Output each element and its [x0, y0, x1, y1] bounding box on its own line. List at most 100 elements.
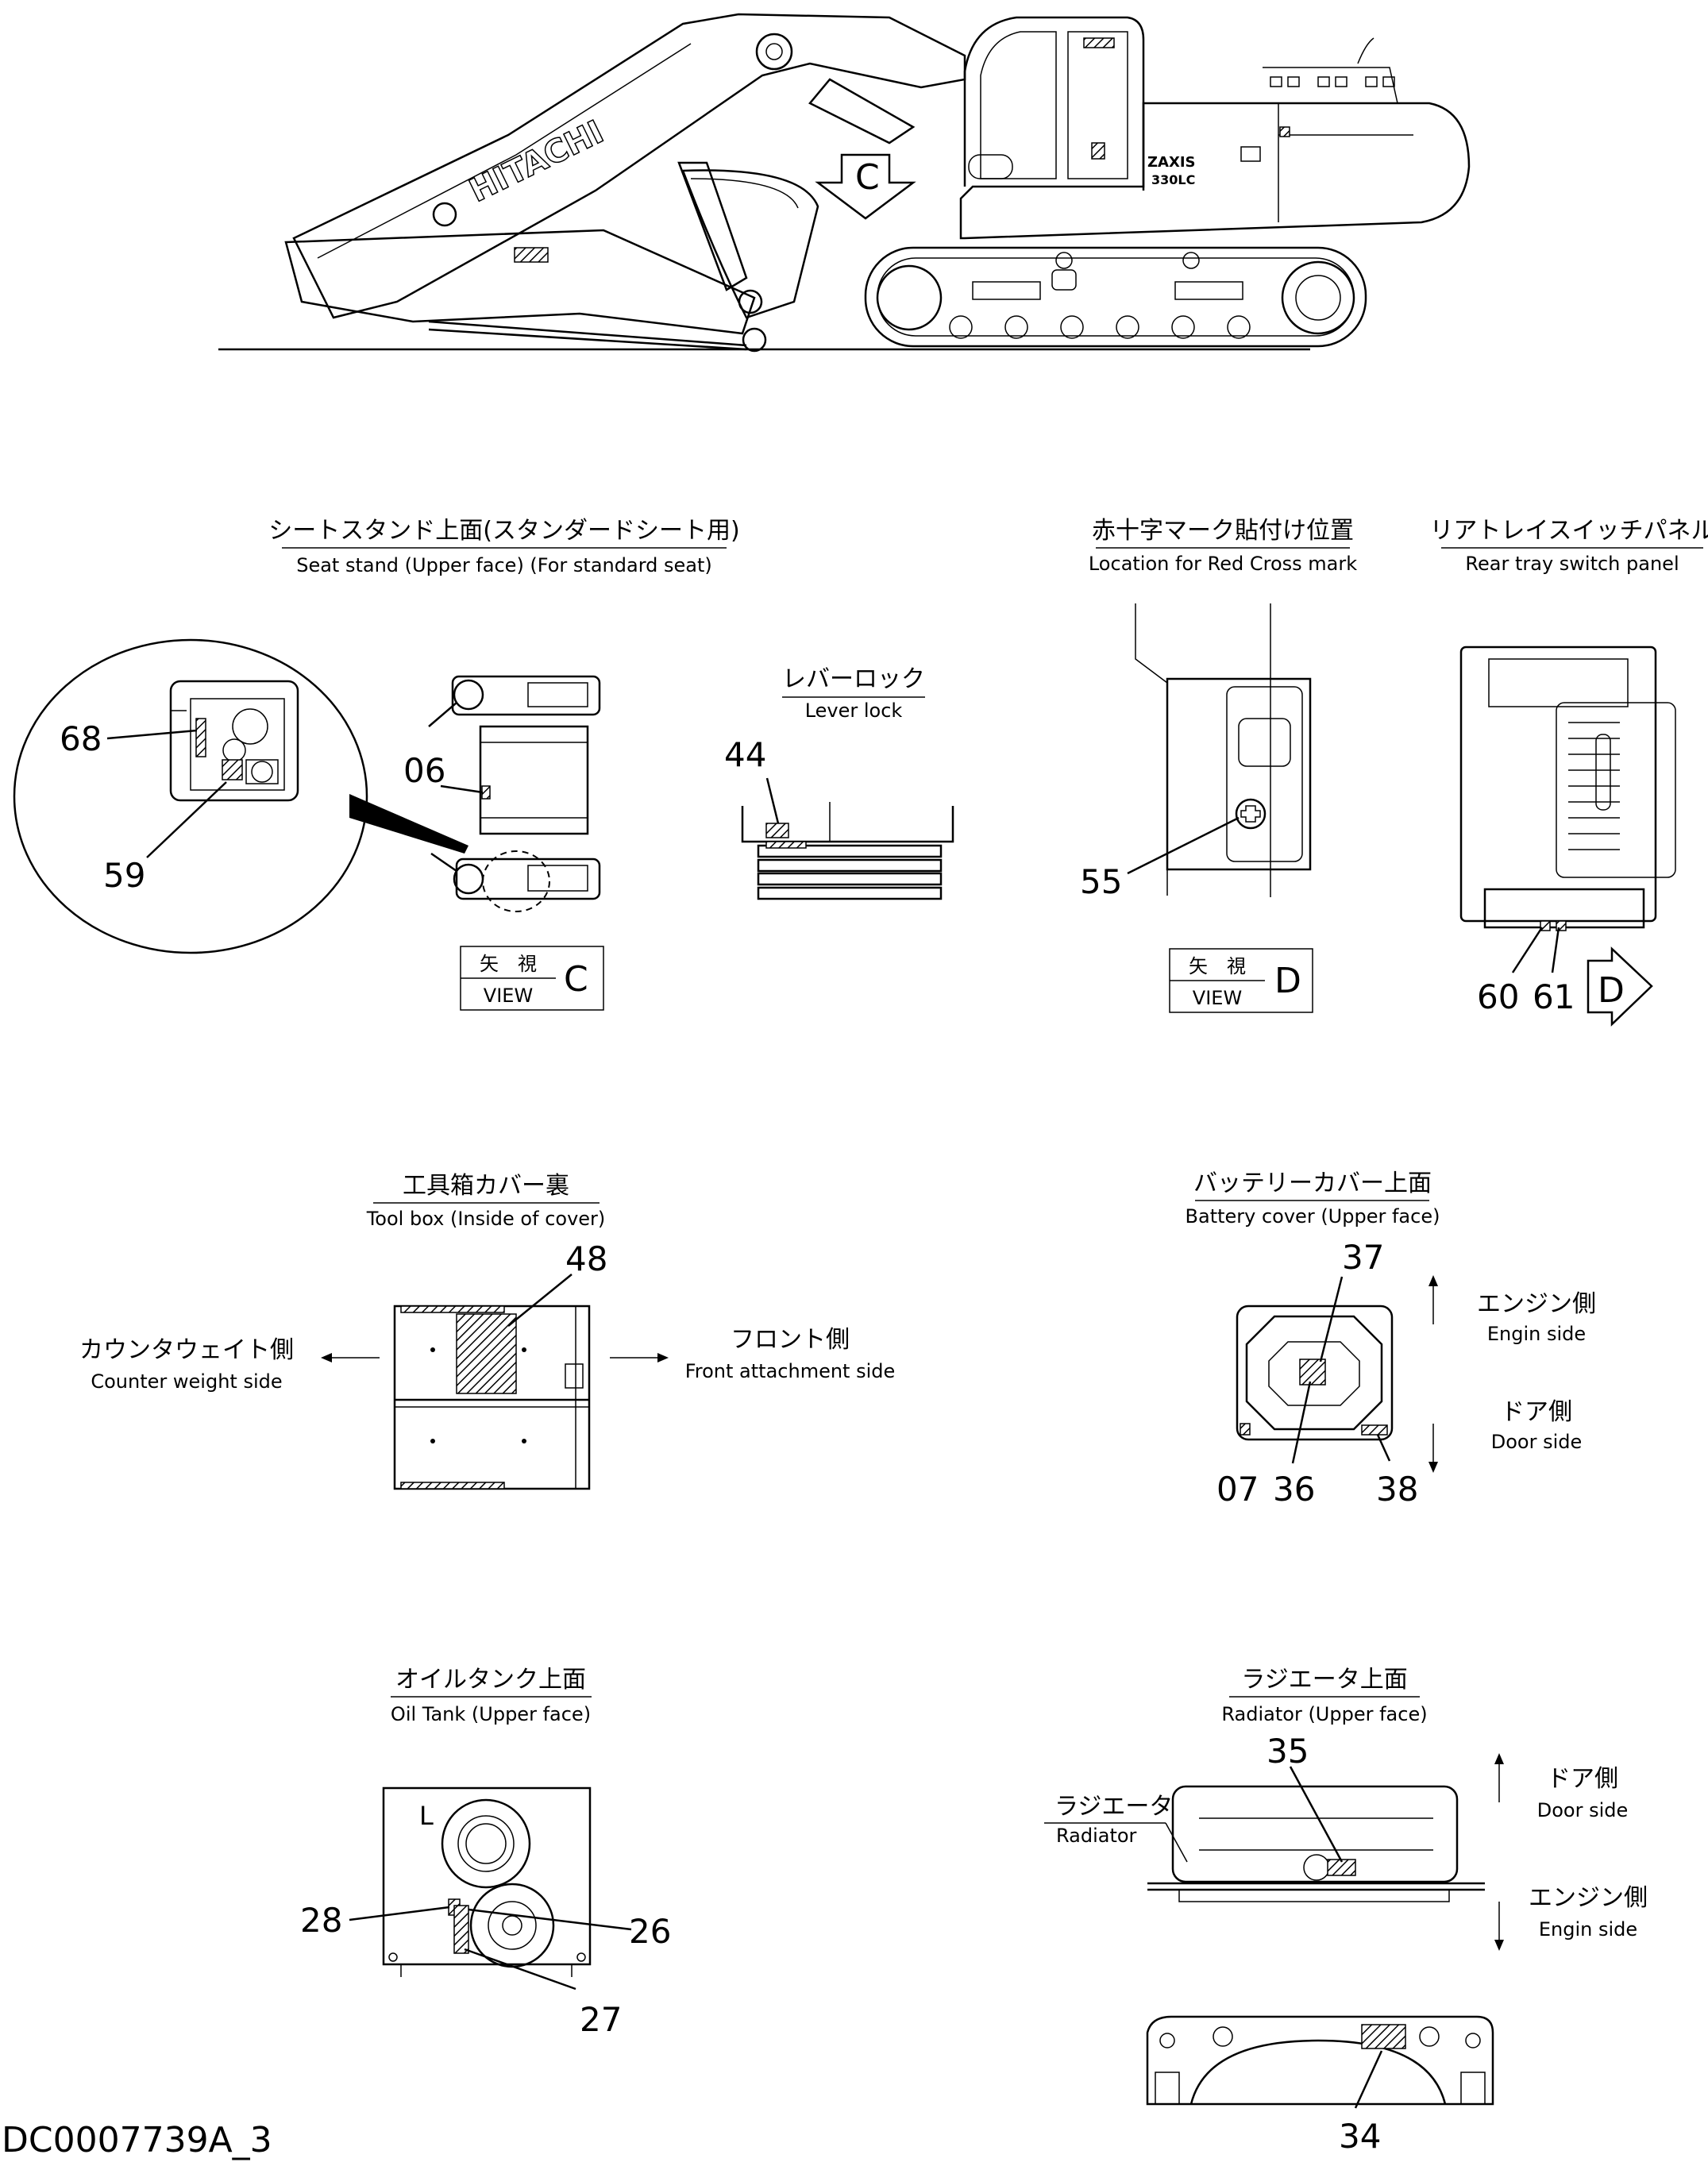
arm-cylinder [428, 320, 747, 347]
callout-36: 36 [1273, 1470, 1315, 1509]
view-c-letter: C [564, 959, 588, 1000]
lever-lock-title-jp: レバーロック [782, 665, 925, 693]
model-label-line2: 330LC [1151, 172, 1195, 187]
arm-label-position [514, 247, 549, 263]
view-d-jp: 矢 視 [1189, 955, 1246, 977]
label-position-48 [456, 1313, 517, 1394]
boom [292, 13, 966, 319]
view-d-en: VIEW [1193, 987, 1242, 1009]
seat-stand-title-en: Seat stand (Upper face) (For standard se… [296, 554, 712, 576]
crawler-track [864, 246, 1367, 348]
sprocket [1281, 260, 1355, 335]
callout-34: 34 [1339, 2117, 1381, 2156]
document-code: DC0007739A_3 [2, 2120, 272, 2160]
cab-wall [1135, 603, 1168, 896]
front-attachment-en: Front attachment side [685, 1360, 896, 1382]
label-position-44 [765, 823, 789, 838]
model-label-line1: ZAXIS [1147, 154, 1196, 171]
radiator-label-jp: ラジエータ [1054, 1793, 1173, 1821]
callout-35: 35 [1267, 1732, 1309, 1771]
radiator-door-en: Door side [1537, 1799, 1629, 1821]
oil-tank-title-jp: オイルタンク上面 [395, 1666, 586, 1694]
idler [876, 264, 943, 331]
engine-hood [1263, 67, 1398, 104]
bucket [681, 169, 819, 319]
view-c-jp: 矢 視 [480, 953, 537, 975]
label-position-68 [195, 718, 206, 757]
magnifier-pointer [349, 794, 468, 854]
magnified-console [169, 680, 299, 802]
radiator-engine-jp: エンジン側 [1529, 1884, 1648, 1912]
rear-tray-body [1459, 646, 1657, 923]
label-position-27 [453, 1905, 469, 1954]
view-c-arrow-letter: C [855, 157, 880, 198]
label-position-38 [1361, 1424, 1388, 1436]
red-cross-title-en: Location for Red Cross mark [1089, 553, 1357, 575]
rear-tray-title-jp: リアトレイスイッチパネル [1429, 517, 1708, 545]
operator-cab [963, 16, 1145, 191]
tool-box-section: 工具箱カバー裏 Tool box (Inside of cover) 48 カウ… [79, 1172, 896, 1490]
callout-44: 44 [724, 735, 766, 774]
exhaust [1357, 37, 1374, 64]
callout-59: 59 [103, 856, 145, 895]
oil-tank-section: オイルタンク上面 Oil Tank (Upper face) L 28 26 2… [300, 1666, 671, 2039]
red-cross-title-jp: 赤十字マーク貼付け位置 [1092, 517, 1354, 545]
left-control-console [455, 858, 601, 900]
label-position-06 [481, 785, 491, 800]
callout-68: 68 [60, 719, 102, 758]
callout-26: 26 [629, 1912, 671, 1951]
view-c-en: VIEW [484, 985, 533, 1007]
battery-engine-en: Engin side [1487, 1323, 1586, 1345]
oil-tank-mark: L [419, 1801, 434, 1831]
radiator-section: ラジエータ上面 Radiator (Upper face) 35 ラジエータ R… [1044, 1666, 1648, 2156]
front-attachment-jp: フロント側 [731, 1326, 850, 1354]
callout-06: 06 [403, 751, 445, 790]
battery-cover [1236, 1305, 1394, 1441]
callout-38: 38 [1376, 1470, 1418, 1509]
seat-stand-plate [479, 725, 589, 835]
callout-55: 55 [1080, 862, 1122, 901]
label-position-34 [1361, 2024, 1406, 2049]
right-control-console [451, 675, 601, 716]
oil-fill-port [441, 1798, 531, 1889]
tool-box-title-en: Tool box (Inside of cover) [366, 1208, 606, 1230]
boom-pivot [755, 33, 793, 71]
counter-weight-jp: カウンタウェイト側 [79, 1336, 294, 1364]
callout-48: 48 [565, 1239, 607, 1278]
battery-door-jp: ドア側 [1501, 1398, 1572, 1426]
hood-grille [1270, 76, 1395, 87]
oil-tank-title-en: Oil Tank (Upper face) [391, 1703, 591, 1725]
callout-27: 27 [580, 2000, 622, 2039]
rear-tray-section: リアトレイスイッチパネル Rear tray switch panel 60 6… [1429, 517, 1708, 1027]
return-filter [469, 1883, 555, 1968]
bucket-link [677, 161, 748, 291]
label-position-60 [1540, 920, 1551, 931]
rear-tray-title-en: Rear tray switch panel [1465, 553, 1679, 575]
view-c-arrow [815, 153, 916, 220]
radiator-door-jp: ドア側 [1547, 1765, 1618, 1793]
radiator-engine-en: Engin side [1539, 1918, 1637, 1941]
tray-slats [1568, 722, 1620, 850]
detail-magnifier [13, 638, 368, 954]
red-cross-section: 赤十字マーク貼付け位置 Location for Red Cross mark … [1080, 517, 1357, 1013]
view-d-arrow-letter: D [1598, 970, 1625, 1011]
oil-tank-top [382, 1786, 592, 1966]
radiator-title-jp: ラジエータ上面 [1241, 1666, 1407, 1694]
lever-lock-title-en: Lever lock [805, 700, 903, 722]
lever-lock-section: レバーロック Lever lock 44 [724, 665, 954, 900]
storage-box [1166, 677, 1312, 871]
lever-lock-body [741, 806, 954, 843]
callout-07: 07 [1216, 1470, 1259, 1509]
tool-box-title-jp: 工具箱カバー裏 [403, 1172, 569, 1200]
battery-section: バッテリーカバー上面 Battery cover (Upper face) 37… [1186, 1170, 1596, 1509]
view-d-letter: D [1274, 961, 1301, 1001]
label-position-07 [1240, 1423, 1251, 1436]
label-position-59 [222, 759, 243, 780]
detail-region [482, 850, 550, 912]
seat-stand-title-jp: シートスタンド上面(スタンダードシート用) [268, 517, 739, 545]
upper-structure [959, 102, 1471, 240]
seat-stand-section: シートスタンド上面(スタンダードシート用) Seat stand (Upper … [13, 517, 740, 1011]
label-position-36 [1299, 1359, 1326, 1386]
callout-60: 60 [1477, 977, 1519, 1016]
